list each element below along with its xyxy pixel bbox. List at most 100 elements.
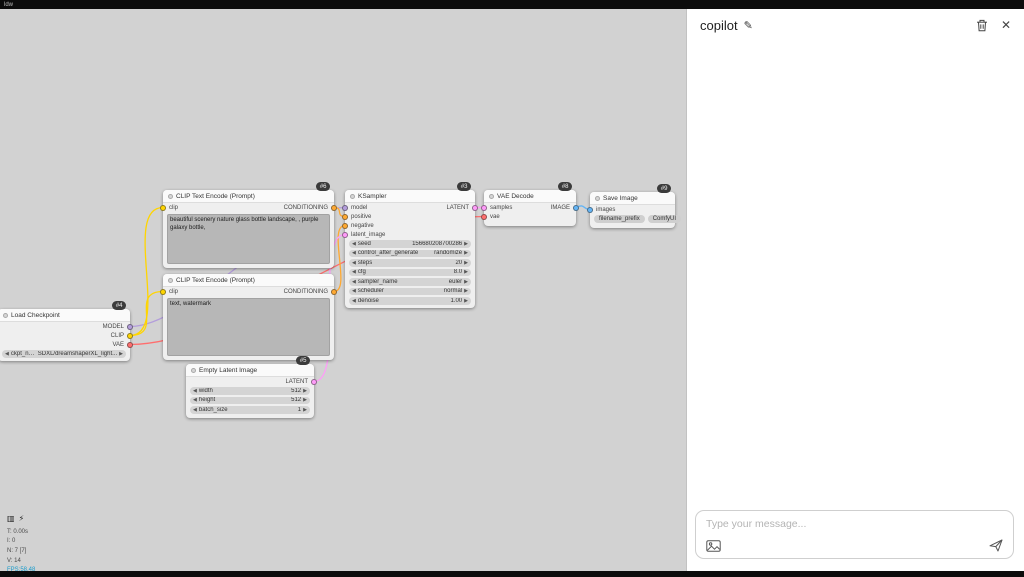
output-port-latent[interactable] <box>472 204 478 211</box>
prompt-textarea[interactable]: text, watermark <box>167 298 330 356</box>
collapse-dot-icon[interactable] <box>191 367 196 373</box>
node-empty-latent-image[interactable]: #5 Empty Latent Image LATENT ◀ width 512… <box>186 356 317 418</box>
prev-arrow-icon[interactable]: ◀ <box>193 406 197 413</box>
collapse-dot-icon[interactable] <box>168 193 173 199</box>
input-port-samples[interactable] <box>481 204 487 211</box>
node-load-checkpoint[interactable]: #4 Load Checkpoint MODEL CLIP VAE ◀ ckpt… <box>0 301 133 361</box>
widget-batch-size[interactable]: ◀ batch_size 1 ▶ <box>190 406 310 414</box>
trash-icon[interactable] <box>976 19 988 32</box>
next-arrow-icon[interactable]: ▶ <box>303 397 307 404</box>
stat-version: V: 14 <box>7 557 21 564</box>
next-arrow-icon[interactable]: ▶ <box>464 259 468 266</box>
widget-filename-prefix[interactable]: filename_prefix ComfyUI <box>594 215 682 223</box>
next-arrow-icon[interactable]: ▶ <box>464 250 468 257</box>
widget-value[interactable]: ComfyUI <box>647 215 682 223</box>
output-port-conditioning[interactable] <box>331 204 337 211</box>
input-port-latent-image[interactable] <box>342 231 348 238</box>
node-vae-decode[interactable]: #8 VAE Decode samples IMAGE vae <box>481 182 579 226</box>
node-clip-text-encode-positive[interactable]: #6 CLIP Text Encode (Prompt) clip CONDIT… <box>160 182 337 268</box>
collapse-dot-icon[interactable] <box>489 193 494 199</box>
node-title-bar[interactable]: CLIP Text Encode (Prompt) <box>163 190 334 203</box>
next-arrow-icon[interactable]: ▶ <box>119 350 123 357</box>
send-icon[interactable] <box>989 539 1003 552</box>
widget-name: control_after_generate <box>357 250 419 257</box>
prev-arrow-icon[interactable]: ◀ <box>352 250 356 257</box>
widget-value: 512 <box>291 397 302 404</box>
stat-nodes: N: 7 [7] <box>7 547 27 554</box>
port-row: clip CONDITIONING <box>160 287 337 296</box>
input-port-model[interactable] <box>342 204 348 211</box>
input-port-negative[interactable] <box>342 222 348 229</box>
output-port-clip[interactable] <box>127 332 133 339</box>
node-save-image[interactable]: #9 Save Image images filename_prefix Com… <box>587 184 682 228</box>
output-port-conditioning[interactable] <box>331 288 337 295</box>
next-arrow-icon[interactable]: ▶ <box>303 387 307 394</box>
prev-arrow-icon[interactable]: ◀ <box>193 387 197 394</box>
node-title-bar[interactable]: Save Image <box>590 192 675 205</box>
widget-seed[interactable]: ◀ seed 156680208700286 ▶ <box>349 240 471 248</box>
input-port-vae[interactable] <box>481 213 487 220</box>
node-title-bar[interactable]: CLIP Text Encode (Prompt) <box>163 274 334 287</box>
widget-name: scheduler <box>357 288 384 295</box>
widget-steps[interactable]: ◀ steps 20 ▶ <box>349 259 471 267</box>
output-label: LATENT <box>446 204 469 211</box>
collapse-dot-icon[interactable] <box>350 193 355 199</box>
input-label: samples <box>490 204 513 211</box>
wire-conditioning-negative <box>333 224 346 293</box>
node-title-bar[interactable]: Empty Latent Image <box>186 364 314 377</box>
node-graph-canvas[interactable]: #6 CLIP Text Encode (Prompt) clip CONDIT… <box>0 0 686 577</box>
output-port-vae[interactable] <box>127 341 133 348</box>
widget-value: euler <box>448 278 463 285</box>
collapse-dot-icon[interactable] <box>595 195 600 201</box>
widget-name: sampler_name <box>357 278 398 285</box>
next-arrow-icon[interactable]: ▶ <box>303 406 307 413</box>
input-port-images[interactable] <box>587 206 593 213</box>
collapse-dot-icon[interactable] <box>3 312 8 318</box>
attach-image-icon[interactable] <box>706 539 721 552</box>
prev-arrow-icon[interactable]: ◀ <box>352 297 356 304</box>
widget-denoise[interactable]: ◀ denoise 1.00 ▶ <box>349 297 471 305</box>
prev-arrow-icon[interactable]: ◀ <box>352 240 356 247</box>
next-arrow-icon[interactable]: ▶ <box>464 278 468 285</box>
widget-sampler-name[interactable]: ◀ sampler_name euler ▶ <box>349 278 471 286</box>
next-arrow-icon[interactable]: ▶ <box>464 240 468 247</box>
node-ksampler[interactable]: #3 KSampler model LATENT positive negati… <box>342 182 478 308</box>
collapse-dot-icon[interactable] <box>168 277 173 283</box>
widget-name: steps <box>357 259 373 266</box>
copilot-header: copilot ✎ ✕ <box>687 9 1024 41</box>
gallery-icon[interactable]: ▥ <box>7 514 15 523</box>
prev-arrow-icon[interactable]: ◀ <box>352 288 356 295</box>
widget-ckpt-name[interactable]: ◀ ckpt_name SDXL/dreamshaperXL_light... … <box>2 350 126 358</box>
message-composer[interactable] <box>695 510 1014 559</box>
prev-arrow-icon[interactable]: ◀ <box>352 269 356 276</box>
lightning-icon[interactable]: ⚡ <box>18 514 25 523</box>
input-port-clip[interactable] <box>160 288 166 295</box>
output-port-image[interactable] <box>573 204 579 211</box>
close-icon[interactable]: ✕ <box>1000 18 1011 32</box>
node-title-bar[interactable]: VAE Decode <box>484 190 576 203</box>
widget-cfg[interactable]: ◀ cfg 8.0 ▶ <box>349 268 471 276</box>
node-title-bar[interactable]: Load Checkpoint <box>0 309 130 322</box>
node-clip-text-encode-negative[interactable]: CLIP Text Encode (Prompt) clip CONDITION… <box>160 274 337 360</box>
widget-scheduler[interactable]: ◀ scheduler normal ▶ <box>349 287 471 295</box>
widget-height[interactable]: ◀ height 512 ▶ <box>190 396 310 404</box>
input-port-clip[interactable] <box>160 204 166 211</box>
prev-arrow-icon[interactable]: ◀ <box>352 259 356 266</box>
port-row: samples IMAGE <box>481 203 579 212</box>
prev-arrow-icon[interactable]: ◀ <box>352 278 356 285</box>
widget-width[interactable]: ◀ width 512 ▶ <box>190 387 310 395</box>
prompt-textarea[interactable]: beautiful scenery nature glass bottle la… <box>167 214 330 264</box>
prev-arrow-icon[interactable]: ◀ <box>193 397 197 404</box>
input-label: clip <box>169 288 179 295</box>
widget-control-after-generate[interactable]: ◀ control_after_generate randomize ▶ <box>349 249 471 257</box>
output-port-model[interactable] <box>127 323 133 330</box>
input-port-positive[interactable] <box>342 213 348 220</box>
node-title-bar[interactable]: KSampler <box>345 190 475 203</box>
input-label: clip <box>169 204 179 211</box>
next-arrow-icon[interactable]: ▶ <box>464 297 468 304</box>
next-arrow-icon[interactable]: ▶ <box>464 269 468 276</box>
message-input[interactable] <box>706 518 1003 530</box>
output-port-latent[interactable] <box>311 378 317 385</box>
next-arrow-icon[interactable]: ▶ <box>464 288 468 295</box>
prev-arrow-icon[interactable]: ◀ <box>5 350 9 357</box>
